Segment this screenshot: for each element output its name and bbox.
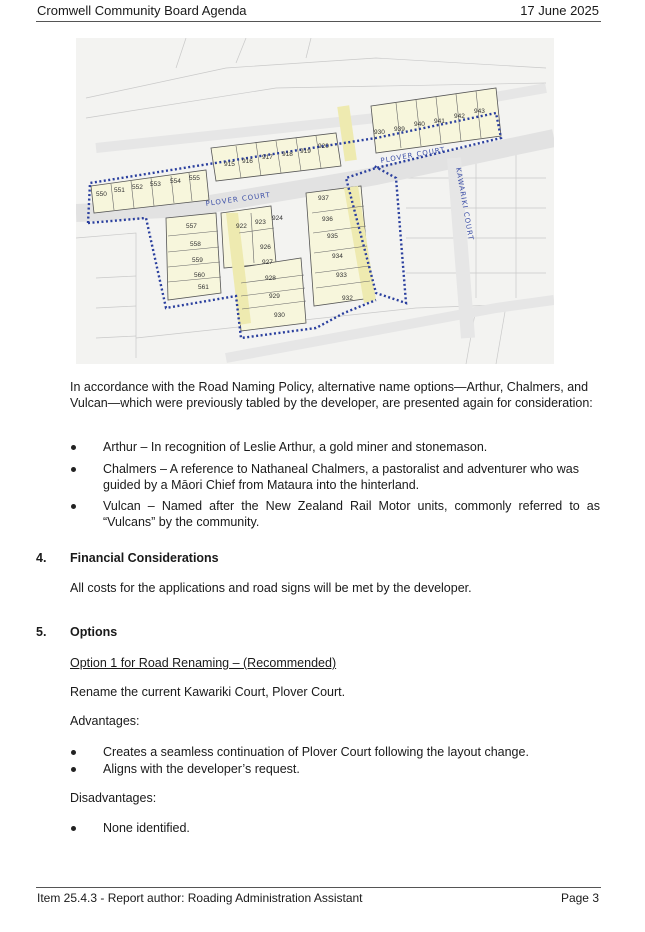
footer-rule <box>36 887 601 888</box>
disadvantages-label: Disadvantages: <box>70 791 157 805</box>
name-option-chalmers: Chalmers – A reference to Nathaneal Chal… <box>103 462 579 492</box>
lot-number: 561 <box>198 284 209 291</box>
bullet-dot <box>71 750 76 755</box>
page-number: Page 3 <box>560 891 599 905</box>
lot-number: 922 <box>236 223 247 230</box>
lot-number: 939 <box>394 126 405 133</box>
lot-number: 941 <box>434 118 445 125</box>
lot-number: 936 <box>322 216 333 223</box>
lot-number: 550 <box>96 191 107 198</box>
lot-number: 926 <box>260 244 271 251</box>
disadvantage-item: None identified. <box>103 821 190 835</box>
bullet-dot <box>71 467 76 472</box>
lot-number: 927 <box>262 259 273 266</box>
lot-number: 915 <box>224 161 235 168</box>
lot-number: 555 <box>189 175 200 182</box>
intro-paragraph: In accordance with the Road Naming Polic… <box>70 380 593 410</box>
lot-number: 557 <box>186 223 197 230</box>
lot-number: 551 <box>114 187 125 194</box>
section-5-number: 5. <box>36 625 47 639</box>
lot-number: 943 <box>474 108 485 115</box>
lot-number: 932 <box>342 295 353 302</box>
lot-number: 930 <box>374 129 385 136</box>
footer-author: Item 25.4.3 - Report author: Roading Adm… <box>37 891 363 905</box>
advantage-item: Creates a seamless continuation of Plove… <box>103 745 529 759</box>
lot-number: 928 <box>265 275 276 282</box>
lot-number: 942 <box>454 113 465 120</box>
lot-number: 940 <box>414 121 425 128</box>
lot-number: 930 <box>274 312 285 319</box>
lot-number: 919 <box>300 148 311 155</box>
header-rule <box>36 21 601 22</box>
lot-number: 937 <box>318 195 329 202</box>
advantages-label: Advantages: <box>70 714 140 728</box>
lot-number: 917 <box>262 154 273 161</box>
lot-number: 933 <box>336 272 347 279</box>
bullet-dot <box>71 826 76 831</box>
lot-number: 934 <box>332 253 343 260</box>
lot-number: 918 <box>282 151 293 158</box>
name-option-vulcan: Vulcan – Named after the New Zealand Rai… <box>103 499 600 529</box>
option-1-heading: Option 1 for Road Renaming – (Recommende… <box>70 656 337 670</box>
lot-number: 924 <box>272 215 283 222</box>
lot-number: 916 <box>242 158 253 165</box>
lot-number: 560 <box>194 272 205 279</box>
section-4-body: All costs for the applications and road … <box>70 581 472 595</box>
advantage-item: Aligns with the developer’s request. <box>103 762 300 776</box>
name-option-arthur: Arthur – In recognition of Leslie Arthur… <box>103 440 488 454</box>
section-5-title: Options <box>70 625 118 639</box>
lot-number: 554 <box>170 178 181 185</box>
lot-number: 923 <box>255 219 266 226</box>
lot-number: 552 <box>132 184 143 191</box>
lot-number: 553 <box>150 181 161 188</box>
bullet-dot <box>71 504 76 509</box>
section-4-number: 4. <box>36 551 47 565</box>
lot-number: 559 <box>192 257 203 264</box>
lot-number: 558 <box>190 241 201 248</box>
document-title: Cromwell Community Board Agenda <box>37 3 247 18</box>
lot-number: 920 <box>318 143 329 150</box>
lot-number: 935 <box>327 233 338 240</box>
lot-number: 929 <box>269 293 280 300</box>
section-4-title: Financial Considerations <box>70 551 219 565</box>
bullet-dot <box>71 445 76 450</box>
subdivision-plan-map: PLOVER COURT PLOVER COURT KAWARIKI COURT… <box>75 37 556 365</box>
bullet-dot <box>71 767 76 772</box>
document-date: 17 June 2025 <box>520 3 599 18</box>
option-1-body: Rename the current Kawariki Court, Plove… <box>70 685 346 699</box>
